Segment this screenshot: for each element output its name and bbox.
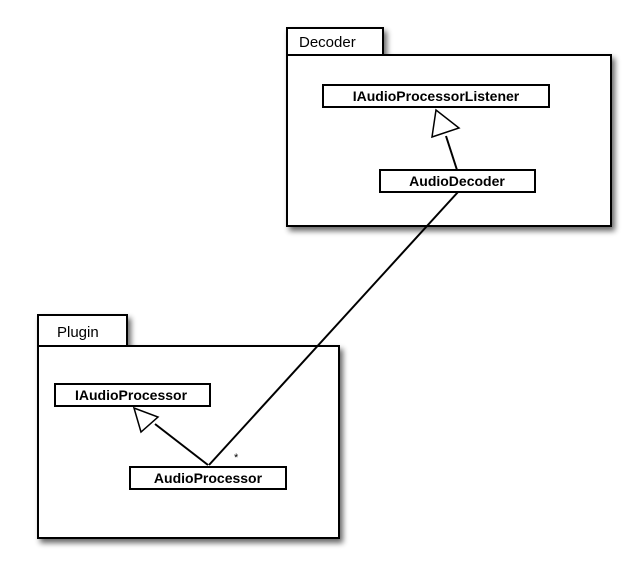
association-audioprocessor-to-audiodecoder[interactable]: * (208, 191, 459, 466)
class-audioprocessor-label: AudioProcessor (154, 470, 263, 486)
class-iaudioprocessorlistener-label: IAudioProcessorListener (353, 88, 520, 104)
package-decoder[interactable]: Decoder (286, 27, 612, 227)
realization-audioprocessor-to-iaudioprocessor[interactable] (132, 406, 209, 466)
association-line (208, 191, 459, 466)
package-decoder-label: Decoder (299, 34, 356, 51)
class-iaudioprocessor-box (54, 383, 211, 407)
generalization-arrowhead-icon (132, 406, 160, 434)
class-iaudioprocessorlistener-box (322, 84, 550, 108)
realization-plugin-line (154, 423, 209, 466)
realization-decoder-line (445, 135, 458, 171)
package-decoder-frame (286, 27, 612, 227)
package-plugin-tab (37, 314, 128, 347)
package-plugin[interactable]: Plugin (37, 314, 340, 539)
association-multiplicity: * (234, 452, 239, 464)
generalization-arrowhead-icon (431, 108, 461, 139)
realization-audiodecoder-to-iaudioprocessorlistener[interactable] (431, 108, 461, 171)
class-iaudioprocessor-label: IAudioProcessor (75, 387, 188, 403)
package-decoder-body (286, 54, 612, 227)
package-plugin-frame (37, 314, 340, 539)
class-iaudioprocessor[interactable]: IAudioProcessor (54, 383, 211, 407)
class-audioprocessor[interactable]: AudioProcessor (129, 466, 287, 490)
package-plugin-label: Plugin (57, 324, 99, 341)
class-audioprocessor-box (129, 466, 287, 490)
class-audiodecoder[interactable]: AudioDecoder (379, 169, 536, 193)
package-plugin-body (37, 345, 340, 539)
class-audiodecoder-label: AudioDecoder (409, 173, 505, 189)
class-iaudioprocessorlistener[interactable]: IAudioProcessorListener (322, 84, 550, 108)
